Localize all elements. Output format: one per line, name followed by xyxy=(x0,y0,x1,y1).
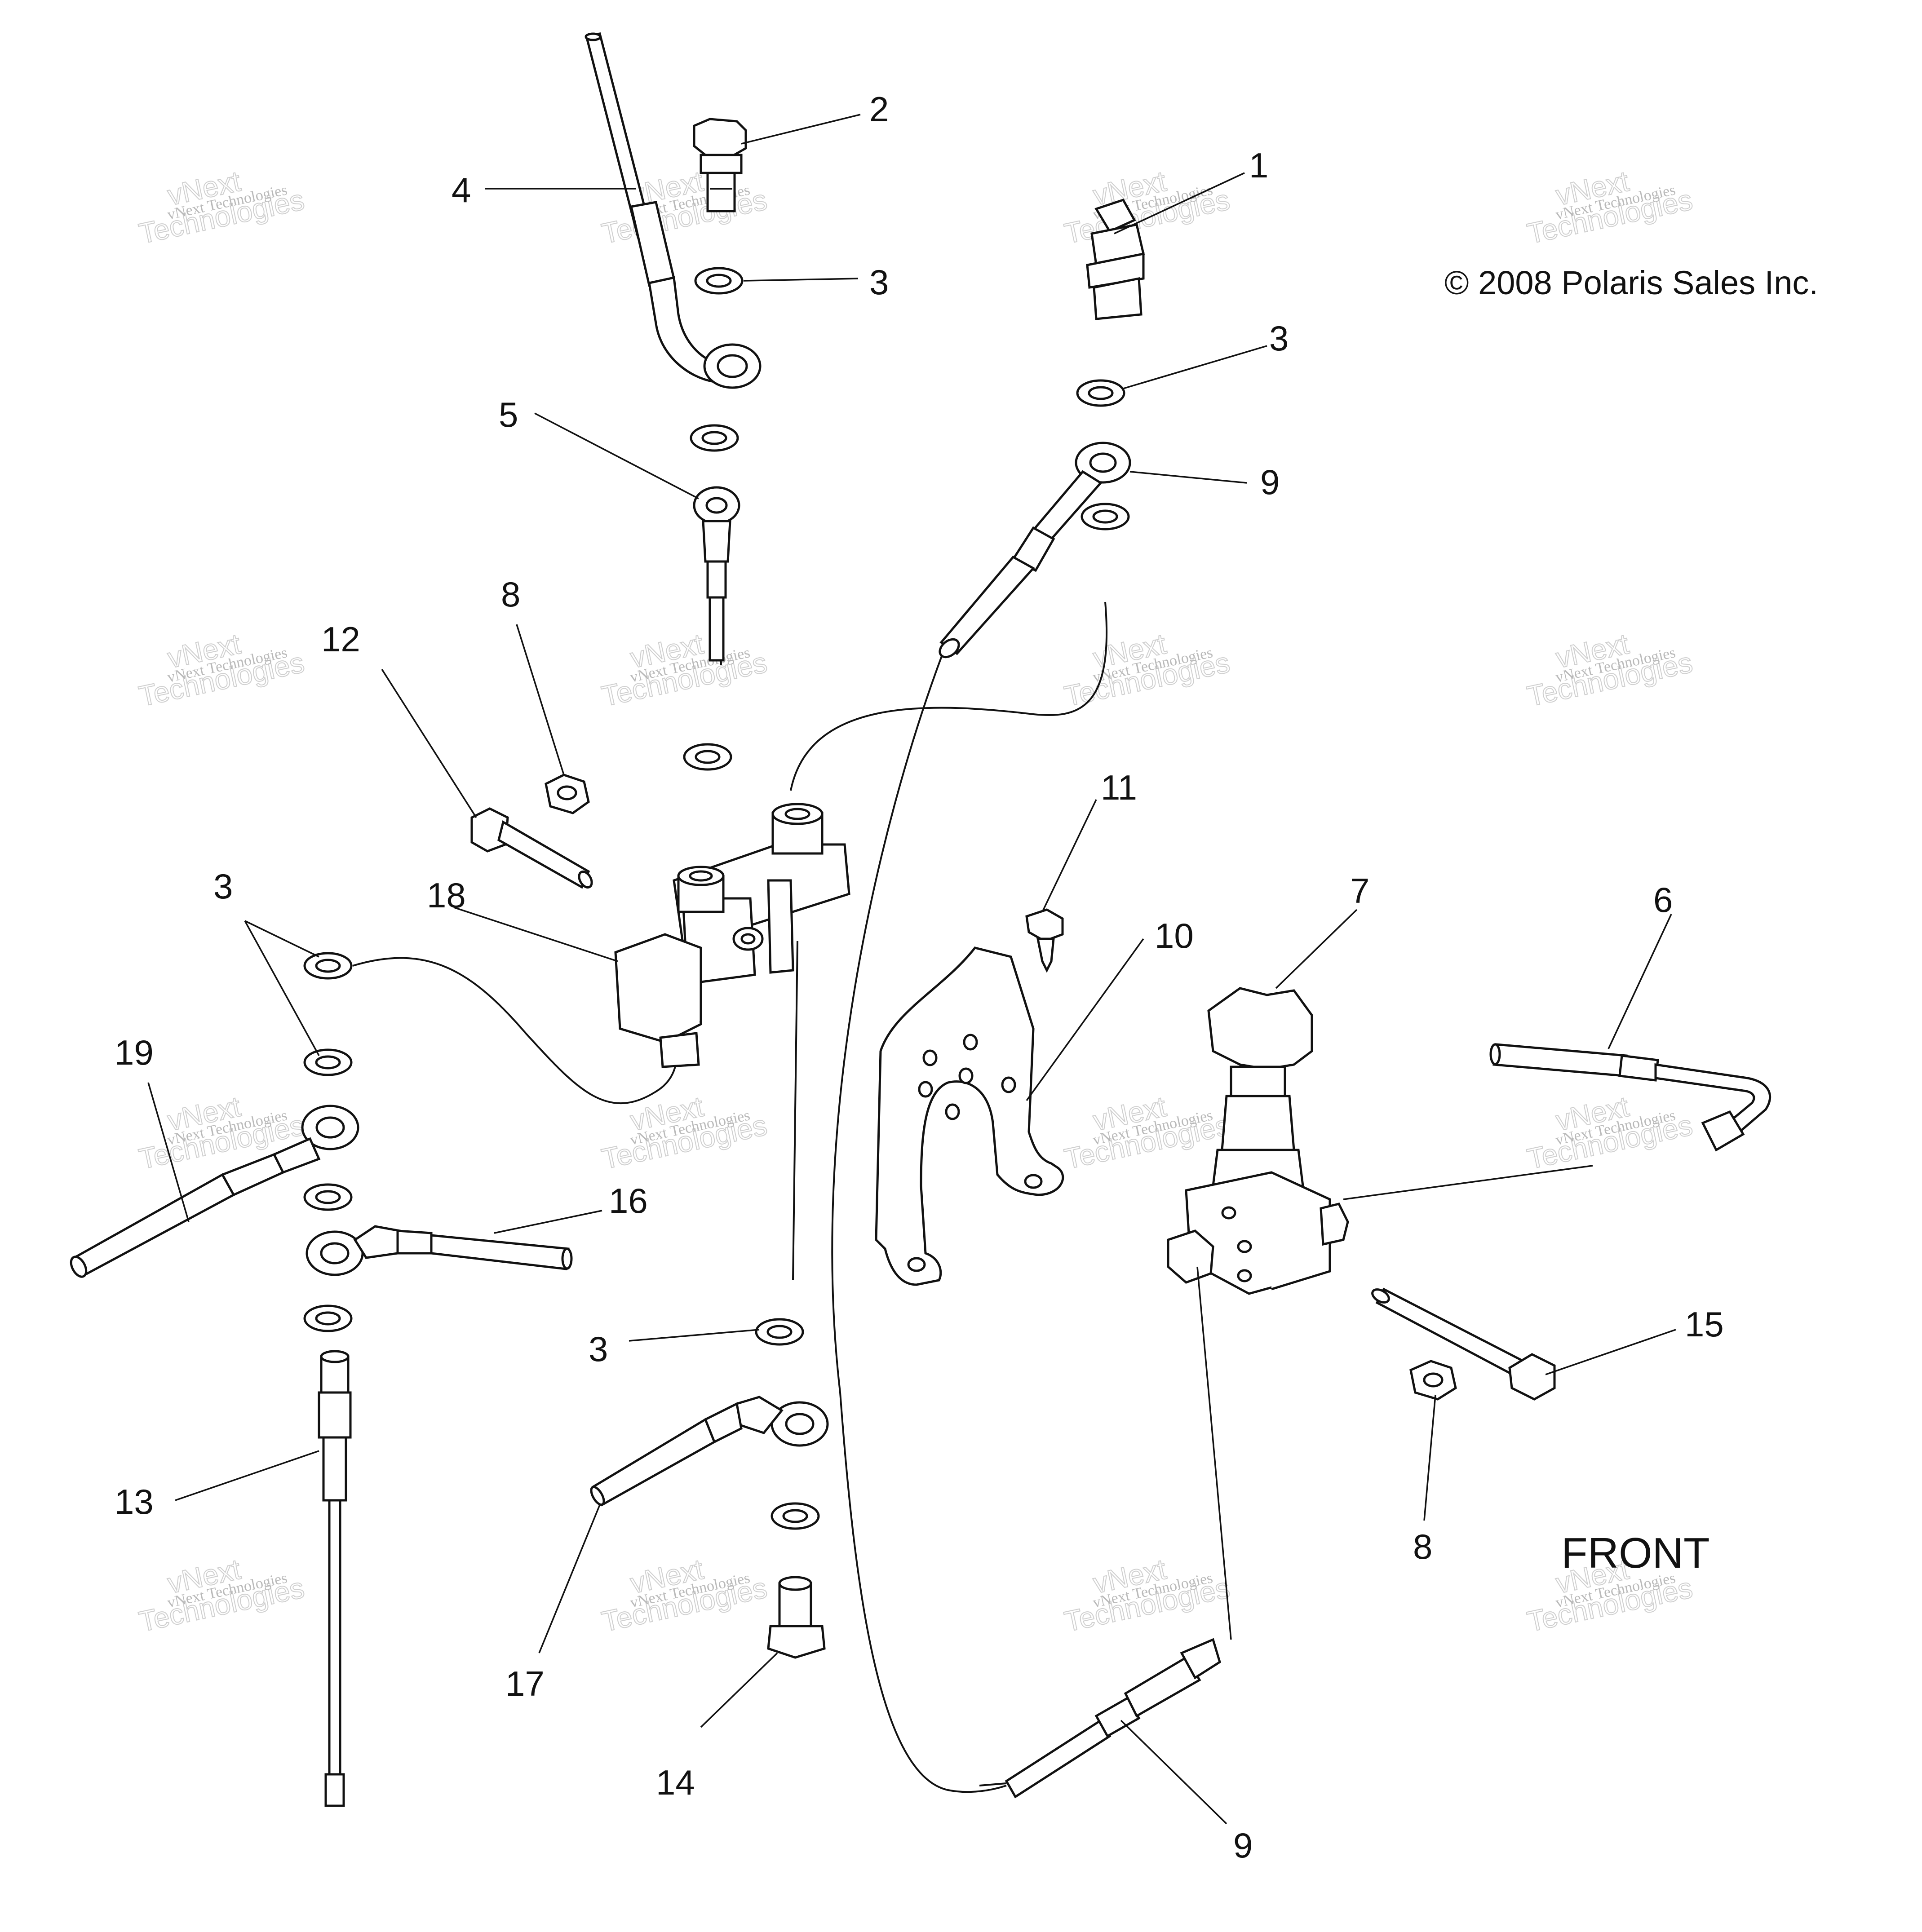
washer xyxy=(303,952,353,980)
watermark: vNext Technologies vNext Technologies xyxy=(1061,164,1233,251)
washer xyxy=(303,1048,353,1076)
callout-16: 16 xyxy=(609,1181,648,1220)
callout-12: 12 xyxy=(321,619,360,659)
brake-hose-lines xyxy=(352,597,1108,1793)
callout-3: 3 xyxy=(213,867,233,906)
part-9-brake-line-lower xyxy=(1005,1638,1221,1799)
watermark: vNext Technologies vNext Technologies xyxy=(1061,1552,1233,1639)
watermark: vNext Technologies vNext Technologies xyxy=(1524,164,1696,251)
callout-11: 11 xyxy=(1101,768,1137,807)
part-18-brake-junction-block xyxy=(614,803,850,1068)
callout-3: 3 xyxy=(589,1329,608,1369)
callout-9: 9 xyxy=(1260,462,1280,502)
part-17-banjo-hose xyxy=(590,1396,829,1507)
part-19-banjo-hose-left xyxy=(70,1105,359,1278)
callout-8: 8 xyxy=(501,575,520,614)
watermarks: vNext Technologies vNext Technologies vN… xyxy=(136,164,1696,1639)
watermark: vNext Technologies vNext Technologies xyxy=(1061,627,1233,713)
callout-3: 3 xyxy=(869,262,889,302)
washer xyxy=(1076,379,1125,407)
washer xyxy=(690,424,739,452)
washer xyxy=(694,267,744,295)
callout-18: 18 xyxy=(427,875,466,915)
callout-5: 5 xyxy=(499,395,518,434)
part-9-banjo-hose-upper xyxy=(939,442,1131,659)
watermark: vNext Technologies vNext Technologies xyxy=(598,1090,770,1176)
watermark: vNext Technologies vNext Technologies xyxy=(1061,1090,1233,1176)
part-5-banjo-fitting xyxy=(693,486,740,662)
part-10-mounting-bracket xyxy=(875,946,1064,1286)
callout-4: 4 xyxy=(452,170,471,210)
part-12-bolt xyxy=(470,807,593,889)
watermark: vNext Technologies vNext Technologies xyxy=(136,627,307,713)
front-orientation-label: FRONT xyxy=(1561,1529,1710,1577)
part-16-banjo-hose xyxy=(306,1225,573,1276)
watermark: vNext Technologies vNext Technologies xyxy=(1524,627,1696,713)
washer xyxy=(1081,503,1130,531)
callout-2: 2 xyxy=(869,89,889,129)
leader-lines xyxy=(147,114,1676,1825)
part-13-brake-line xyxy=(318,1350,352,1807)
part-7-adjustable-valve xyxy=(1167,987,1349,1295)
part-2-banjo-bolt xyxy=(693,118,747,212)
part-8-nut-upper xyxy=(545,774,590,814)
watermark: vNext Technologies vNext Technologies xyxy=(136,164,307,251)
watermark: vNext Technologies vNext Technologies xyxy=(598,1552,770,1639)
copyright-text: © 2008 Polaris Sales Inc. xyxy=(1444,264,1818,301)
callout-3: 3 xyxy=(1269,318,1289,358)
part-1-brake-switch xyxy=(1086,198,1145,320)
washer xyxy=(303,1183,353,1211)
watermark: vNext Technologies vNext Technologies xyxy=(1524,1090,1696,1176)
callout-15: 15 xyxy=(1685,1304,1724,1344)
callout-17: 17 xyxy=(505,1664,545,1703)
sealing-washers xyxy=(303,267,1130,1530)
washer xyxy=(755,1318,804,1346)
part-11-screw xyxy=(1025,908,1064,973)
part-8-nut-lower xyxy=(1409,1360,1457,1401)
callout-14: 14 xyxy=(656,1763,695,1802)
watermark: vNext Technologies vNext Technologies xyxy=(598,627,770,713)
part-4-brake-hose xyxy=(585,32,762,389)
part-14-banjo-bolt xyxy=(767,1576,826,1659)
washer xyxy=(771,1502,820,1530)
callout-9: 9 xyxy=(1233,1826,1253,1865)
washer xyxy=(683,743,732,771)
callout-1: 1 xyxy=(1249,146,1268,185)
callout-6: 6 xyxy=(1653,880,1673,920)
part-15-bolt xyxy=(1371,1287,1556,1401)
washer xyxy=(303,1304,353,1332)
watermark: vNext Technologies vNext Technologies xyxy=(136,1552,307,1639)
part-6-brake-line xyxy=(1489,1043,1771,1152)
callout-labels: 1 2 3 3 3 3 4 5 6 7 8 8 9 9 10 11 12 13 … xyxy=(115,89,1724,1865)
callout-7: 7 xyxy=(1350,871,1369,911)
callout-19: 19 xyxy=(115,1033,154,1072)
callout-13: 13 xyxy=(115,1482,154,1521)
callout-10: 10 xyxy=(1155,916,1194,955)
callout-8: 8 xyxy=(1413,1527,1432,1566)
